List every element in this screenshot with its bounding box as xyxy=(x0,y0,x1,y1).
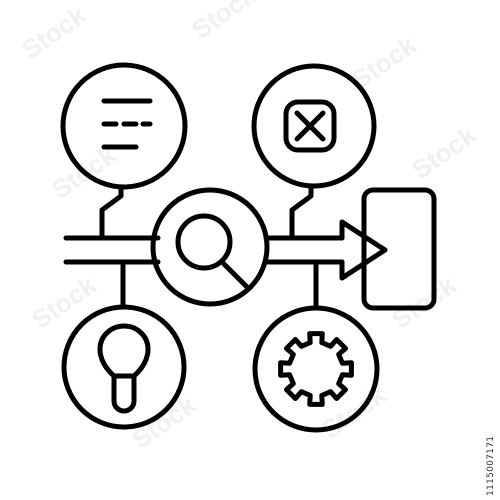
connector-lines xyxy=(99,184,319,310)
magnifier-icon xyxy=(150,187,270,307)
gear-icon xyxy=(252,305,380,433)
result-box-icon xyxy=(361,187,437,311)
arrow-right-icon xyxy=(63,219,388,281)
lightbulb-icon xyxy=(61,304,187,430)
stock-id-label: 1115007171 xyxy=(486,435,496,496)
document-lines-icon xyxy=(60,62,188,190)
close-square-icon xyxy=(251,63,377,189)
